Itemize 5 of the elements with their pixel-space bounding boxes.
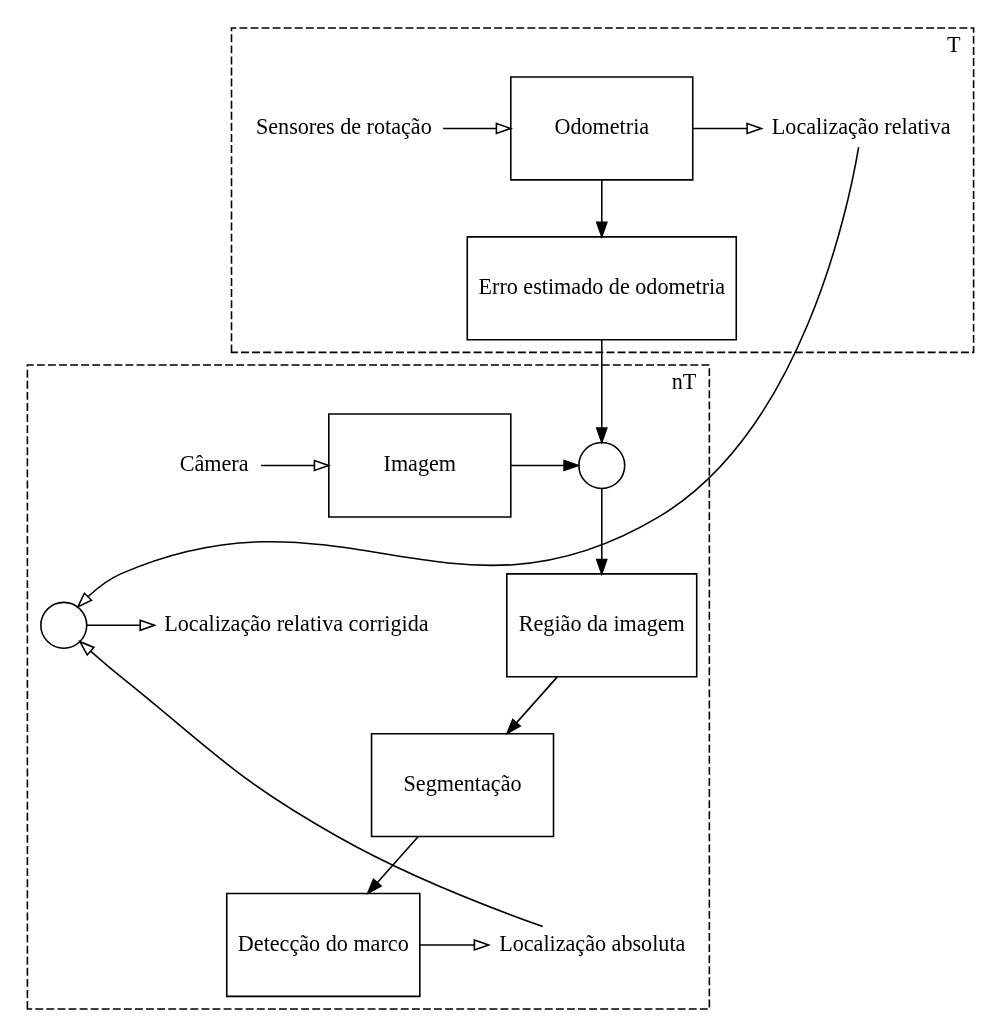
node-text: Localização absoluta	[499, 930, 686, 956]
node-text: Câmera	[179, 450, 249, 476]
node-text: Sensores de rotação	[255, 113, 432, 139]
node-text: Localização relativa	[771, 113, 951, 139]
node-text: Localização relativa corrigida	[164, 610, 429, 636]
